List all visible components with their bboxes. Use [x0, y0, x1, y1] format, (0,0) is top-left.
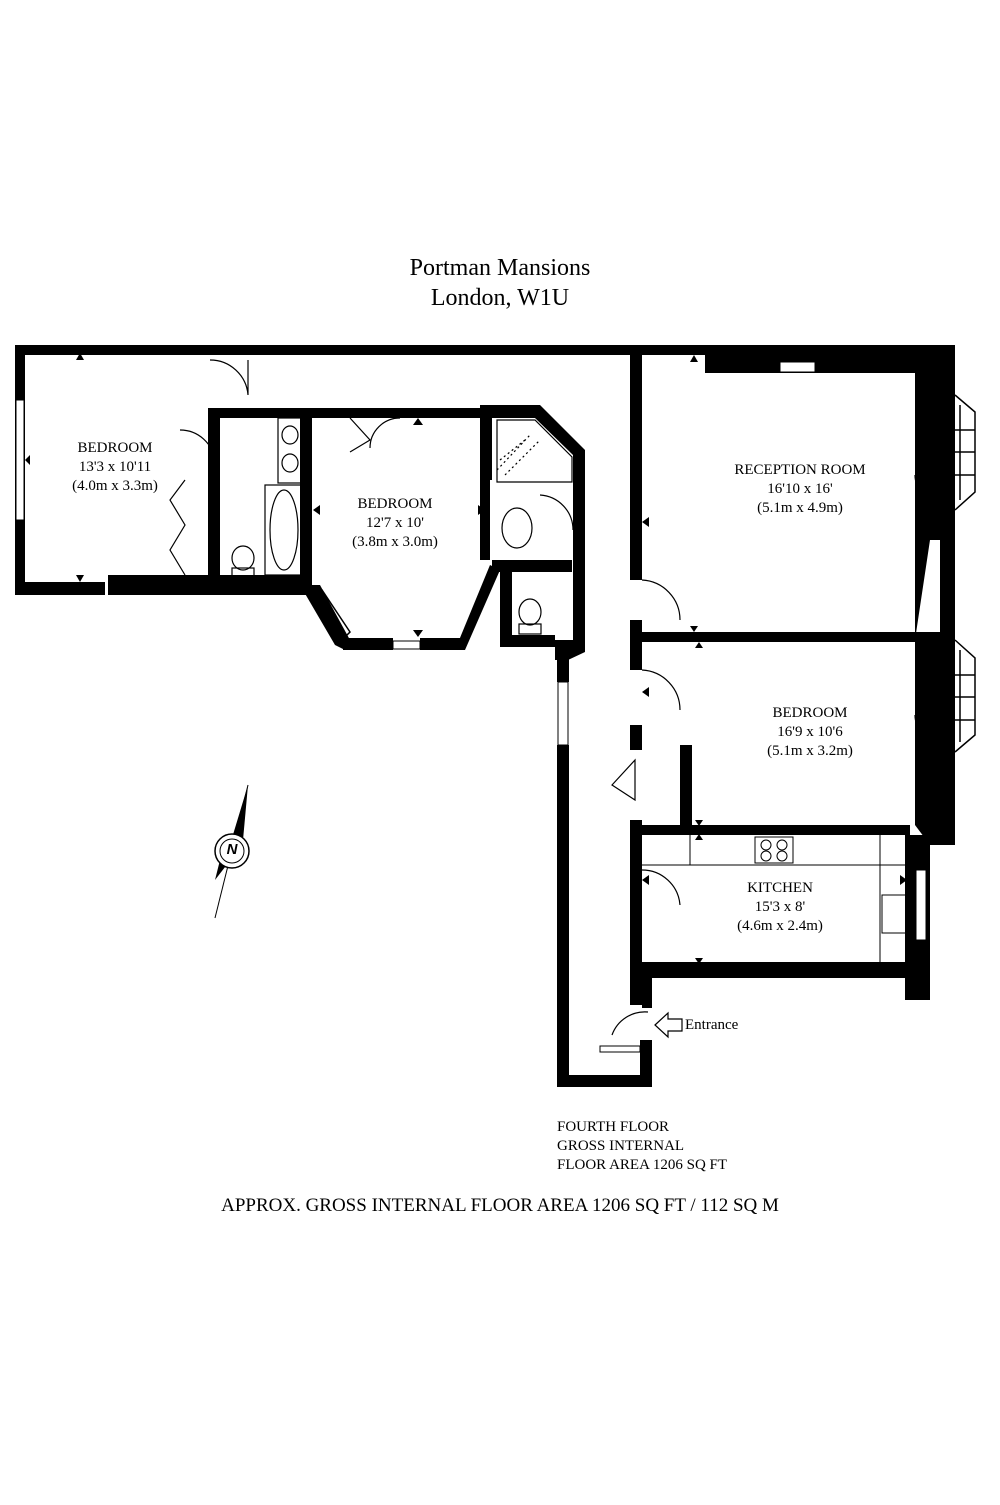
- room-label-kitchen: KITCHEN 15'3 x 8' (4.6m x 2.4m): [700, 879, 860, 936]
- room-dimensions-metric: (3.8m x 3.0m): [352, 534, 438, 550]
- door-swings: [169, 359, 941, 1036]
- room-name: BEDROOM: [357, 496, 433, 512]
- sink-icon: [281, 425, 299, 445]
- title-line-1: Portman Mansions: [409, 255, 591, 281]
- toilet-icon: [231, 545, 255, 571]
- room-dimensions-imperial: 12'7 x 10': [366, 515, 424, 531]
- room-dimensions-metric: (4.0m x 3.3m): [72, 478, 158, 494]
- compass-letter: N: [226, 841, 238, 858]
- room-name: BEDROOM: [772, 705, 848, 721]
- room-label-bedroom-1: BEDROOM 13'3 x 10'11 (4.0m x 3.3m): [40, 439, 190, 496]
- floor-info-line-2: GROSS INTERNAL: [557, 1138, 685, 1154]
- room-name: BEDROOM: [77, 440, 153, 456]
- walls: [15, 345, 955, 1087]
- room-name: RECEPTION ROOM: [734, 462, 866, 478]
- floor-info-line-1: FOURTH FLOOR: [557, 1119, 670, 1135]
- sink-icon: [281, 453, 299, 473]
- room-dimensions-metric: (5.1m x 4.9m): [757, 500, 843, 516]
- kitchen-fixtures: [642, 835, 907, 962]
- floor-info: FOURTH FLOOR GROSS INTERNAL FLOOR AREA 1…: [557, 1118, 727, 1175]
- bay-windows: [311, 394, 976, 753]
- dimension-markers: [25, 353, 937, 964]
- room-dimensions-metric: (5.1m x 3.2m): [767, 743, 853, 759]
- north-arrow-icon: [214, 784, 250, 919]
- windows: [15, 361, 927, 1053]
- room-dimensions-imperial: 15'3 x 8': [754, 899, 806, 915]
- sink-icon: [501, 507, 533, 549]
- sink-icon: [881, 894, 907, 934]
- hob-icon: [754, 836, 794, 864]
- shower-icon: [496, 419, 573, 483]
- bath-icon: [264, 484, 304, 576]
- entrance-label: Entrance: [685, 1017, 739, 1033]
- toilet-icon: [518, 598, 542, 626]
- room-label-reception: RECEPTION ROOM 16'10 x 16' (5.1m x 4.9m): [710, 461, 890, 518]
- double-basin: [277, 417, 303, 484]
- entrance-arrow-icon: [654, 1011, 683, 1039]
- room-dimensions-imperial: 16'9 x 10'6: [777, 724, 843, 740]
- title-line-2: London, W1U: [430, 285, 570, 311]
- room-name: KITCHEN: [747, 880, 813, 896]
- room-label-bedroom-3: BEDROOM 16'9 x 10'6 (5.1m x 3.2m): [720, 704, 900, 761]
- bathroom-fixtures: [231, 417, 573, 635]
- room-label-bedroom-2: BEDROOM 12'7 x 10' (3.8m x 3.0m): [320, 495, 470, 552]
- room-dimensions-imperial: 13'3 x 10'11: [78, 459, 152, 475]
- footer-area-summary: APPROX. GROSS INTERNAL FLOOR AREA 1206 S…: [221, 1195, 779, 1216]
- room-dimensions-metric: (4.6m x 2.4m): [737, 918, 823, 934]
- floor-info-line-3: FLOOR AREA 1206 SQ FT: [557, 1157, 728, 1173]
- room-dimensions-imperial: 16'10 x 16': [767, 481, 833, 497]
